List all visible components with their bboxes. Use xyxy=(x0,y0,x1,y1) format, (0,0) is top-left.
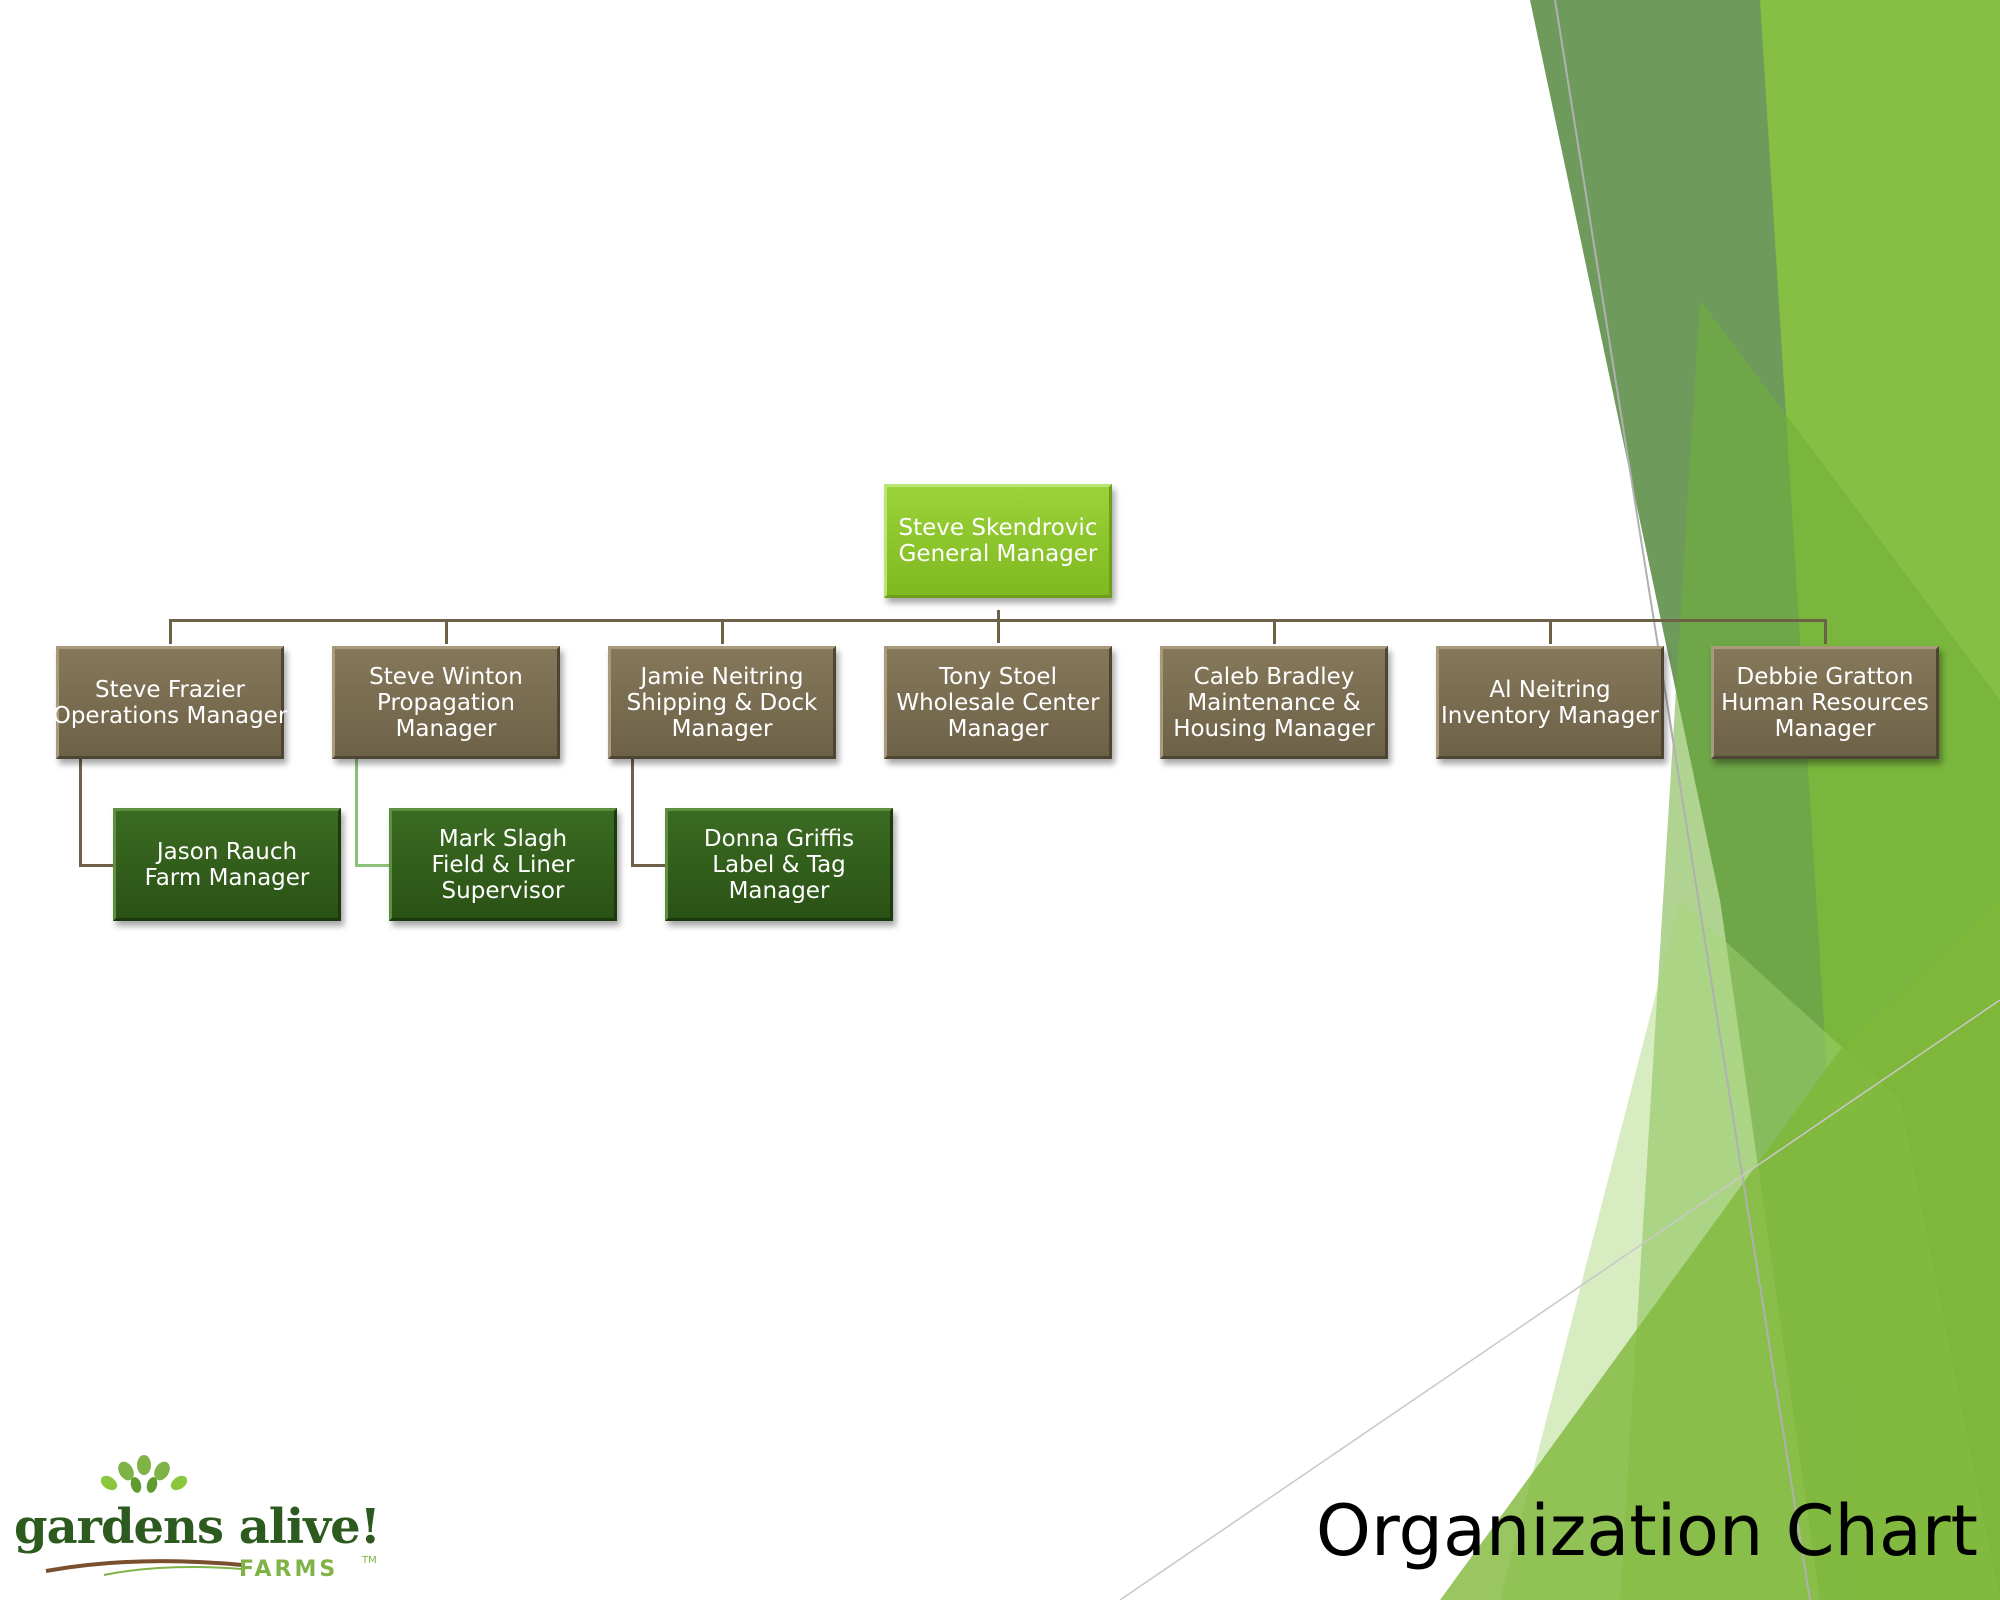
org-node-wholesale-center-manager: Tony Stoel Wholesale Center Manager xyxy=(884,646,1112,759)
node-name: Jamie Neitring xyxy=(640,663,804,690)
node-role: Maintenance & xyxy=(1187,689,1361,716)
logo-text: gardens alive! xyxy=(14,1499,381,1555)
org-node-human-resources-manager: Debbie Gratton Human Resources Manager xyxy=(1711,646,1939,759)
connector-manager-5 xyxy=(1273,619,1276,644)
node-role: Farm Manager xyxy=(144,864,310,891)
node-name: Tony Stoel xyxy=(939,663,1057,690)
leaf-sprout-icon xyxy=(100,1455,188,1493)
connector-sub-3-vertical xyxy=(631,759,634,867)
node-role: Supervisor xyxy=(441,877,565,904)
connector-manager-2 xyxy=(445,619,448,644)
org-node-maintenance-housing-manager: Caleb Bradley Maintenance & Housing Mana… xyxy=(1160,646,1388,759)
node-name: Caleb Bradley xyxy=(1193,663,1355,690)
connector-manager-6 xyxy=(1549,619,1552,644)
node-name: Steve Skendrovic xyxy=(898,515,1098,541)
connector-manager-3 xyxy=(721,619,724,644)
org-node-inventory-manager: Al Neitring Inventory Manager xyxy=(1436,646,1664,759)
node-role: Inventory Manager xyxy=(1441,702,1659,729)
node-name: Debbie Gratton xyxy=(1736,663,1914,690)
org-node-propagation-manager: Steve Winton Propagation Manager xyxy=(332,646,560,759)
node-name: Al Neitring xyxy=(1489,676,1611,703)
slide-title: Organization Chart xyxy=(1315,1490,1978,1572)
node-role: Operations Manager xyxy=(52,702,288,729)
bg-thin-line-2 xyxy=(1119,999,2000,1600)
org-node-farm-manager: Jason Rauch Farm Manager xyxy=(113,808,341,921)
node-role: Label & Tag xyxy=(712,851,846,878)
node-role: Manager xyxy=(947,715,1049,742)
logo-subtitle: FARMS xyxy=(239,1557,339,1582)
logo-swoosh xyxy=(45,1559,243,1576)
node-role: Manager xyxy=(395,715,497,742)
connector-manager-1 xyxy=(169,619,172,644)
node-role: Housing Manager xyxy=(1173,715,1375,742)
node-role: Field & Liner xyxy=(431,851,575,878)
node-name: Mark Slagh xyxy=(438,825,568,852)
org-node-label-tag-manager: Donna Griffis Label & Tag Manager xyxy=(665,808,893,921)
connector-sub-2-horizontal xyxy=(355,864,391,867)
org-node-operations-manager: Steve Frazier Operations Manager xyxy=(53,646,287,759)
logo-trademark: TM xyxy=(362,1555,377,1566)
node-role: Manager xyxy=(1774,715,1876,742)
connector-horizontal xyxy=(169,619,1826,622)
connector-manager-7 xyxy=(1824,619,1827,644)
node-name: Donna Griffis xyxy=(703,825,855,852)
node-name: Jason Rauch xyxy=(156,838,298,865)
connector-sub-1-horizontal xyxy=(79,864,115,867)
node-name: Steve Winton xyxy=(369,663,523,690)
node-role: Propagation xyxy=(377,689,515,716)
node-role: General Manager xyxy=(898,541,1098,567)
org-node-shipping-dock-manager: Jamie Neitring Shipping & Dock Manager xyxy=(608,646,836,759)
node-role: Manager xyxy=(728,877,830,904)
gardens-alive-logo: gardens alive! FARMS TM xyxy=(14,1455,414,1585)
connector-sub-3-horizontal xyxy=(631,864,667,867)
node-role: Shipping & Dock xyxy=(626,689,818,716)
org-node-field-liner-supervisor: Mark Slagh Field & Liner Supervisor xyxy=(389,808,617,921)
node-role: Human Resources xyxy=(1721,689,1929,716)
bg-green-shape-5 xyxy=(1440,900,2000,1600)
org-node-general-manager: Steve Skendrovic General Manager xyxy=(884,484,1112,598)
node-name: Steve Frazier xyxy=(94,676,246,703)
bg-thin-line-1 xyxy=(1554,0,1811,1600)
connector-sub-2-vertical xyxy=(355,759,358,867)
connector-sub-1-vertical xyxy=(79,759,82,867)
connector-head-down xyxy=(997,610,1000,643)
node-role: Manager xyxy=(671,715,773,742)
node-role: Wholesale Center xyxy=(896,689,1100,716)
